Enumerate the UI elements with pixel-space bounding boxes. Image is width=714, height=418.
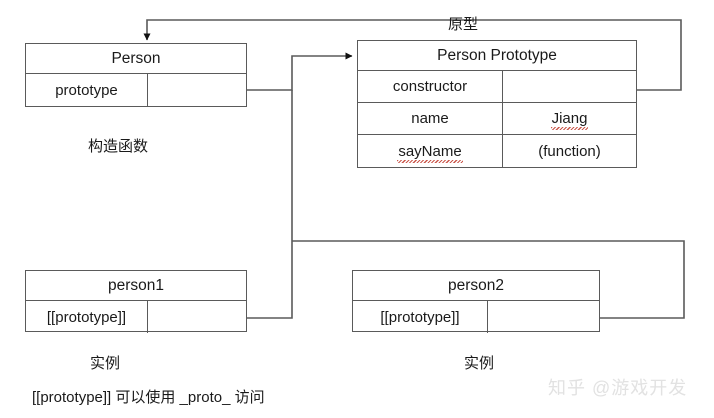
person-box-row-prototype[interactable]: prototype [26,74,246,106]
person2-prototype-value [488,301,599,333]
person-prototype-box[interactable]: Person Prototype constructor name Jiang … [357,40,637,168]
person2-instance-box[interactable]: person2 [[prototype]] [352,270,600,333]
prototype-sayname-key: sayName [358,135,503,167]
footnote-text: [[prototype]] 可以使用 _proto_ 访问 [32,389,265,406]
prototype-sayname-value: (function) [538,142,601,160]
person-constructor-box[interactable]: Person prototype [25,43,247,107]
watermark: 知乎 @游戏开发 [548,378,688,398]
prototype-sayname-key-text: sayName [397,142,464,163]
person1-prototype-key: [[prototype]] [26,301,148,333]
person2-row-prototype[interactable]: [[prototype]] [353,301,599,333]
person2-box-title: person2 [353,271,599,301]
prototype-name-key: name [358,103,503,134]
person1-instance-box[interactable]: person1 [[prototype]] [25,270,247,333]
person1-caption: 实例 [90,355,121,372]
footnote-prototype-access: [[prototype]] 可以使用 _proto_ 访问 [32,386,265,407]
prototype-row-sayname[interactable]: sayName (function) [358,135,636,167]
prototype-name-value-text: Jiang [550,110,589,130]
person2-caption: 实例 [464,355,495,372]
person-prototype-key: prototype [26,74,148,106]
person1-prototype-value [148,301,246,333]
prototype-row-name[interactable]: name Jiang [358,103,636,135]
person-prototype-value [148,74,246,106]
prototype-row-constructor[interactable]: constructor [358,71,636,103]
prototype-name-value: Jiang [503,103,636,134]
prototype-constructor-key: constructor [358,71,503,102]
person-prototype-box-title: Person Prototype [358,41,636,71]
prototype-constructor-value [503,71,636,102]
person1-row-prototype[interactable]: [[prototype]] [26,301,246,333]
person2-prototype-key: [[prototype]] [353,301,488,333]
prototype-section-label: 原型 [448,16,479,33]
constructor-caption: 构造函数 [88,138,149,155]
person1-box-title: person1 [26,271,246,301]
person-box-title: Person [26,44,246,74]
